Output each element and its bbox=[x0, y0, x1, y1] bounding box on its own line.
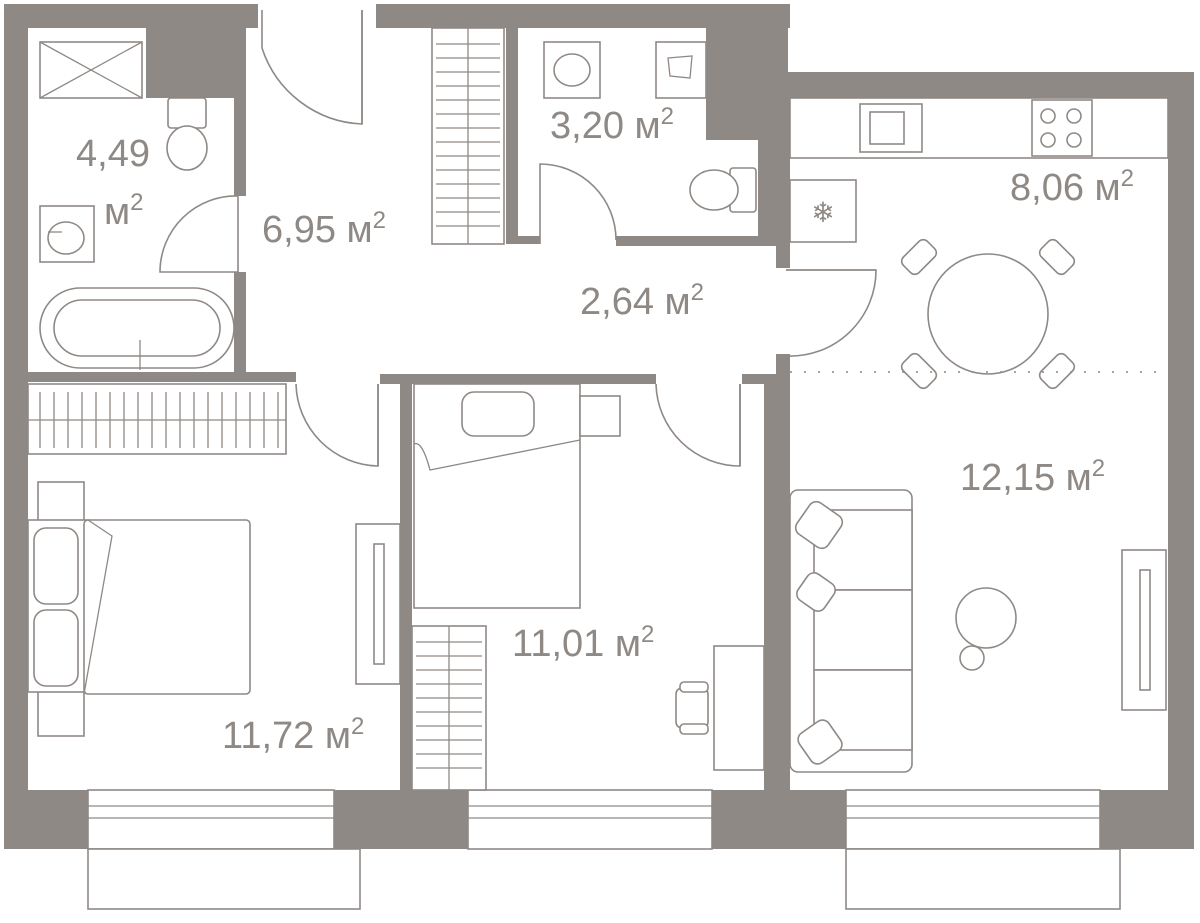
bedroom1-door bbox=[295, 383, 379, 467]
bedroom2-door bbox=[655, 383, 741, 467]
toilet-icon bbox=[166, 97, 208, 171]
bathroom-door bbox=[159, 195, 239, 273]
desk-icon bbox=[675, 645, 765, 771]
furniture: ❄ bbox=[27, 27, 1169, 791]
bed2-icon bbox=[413, 383, 621, 609]
kitchen-door bbox=[785, 269, 877, 357]
shower-icon bbox=[39, 41, 143, 99]
dining-table-icon bbox=[900, 238, 1076, 390]
wc-toilet-icon bbox=[689, 167, 757, 213]
doors bbox=[159, 10, 877, 467]
area-bathroom: 4,49 bbox=[76, 133, 150, 175]
fridge-icon: ❄ bbox=[789, 179, 857, 243]
bedroom2-wardrobe-shelves bbox=[416, 641, 482, 769]
bedroom1-wardrobe-icon bbox=[27, 383, 287, 455]
kitchen-counter bbox=[789, 97, 1169, 159]
area-wc: 3,20 м2 bbox=[550, 103, 674, 147]
bathtub-icon bbox=[39, 287, 235, 370]
area-living: 12,15 м2 bbox=[960, 455, 1105, 499]
living-tv-icon bbox=[1121, 549, 1167, 711]
bedroom1-wardrobe-shelves bbox=[39, 392, 279, 448]
area-corridor: 2,64 м2 bbox=[580, 279, 704, 323]
windows bbox=[87, 789, 1121, 910]
wardrobe-icon bbox=[431, 27, 505, 245]
sink-icon bbox=[39, 205, 95, 263]
bed-icon bbox=[27, 481, 251, 737]
boiler-icon bbox=[655, 41, 707, 99]
coffee-table-icon bbox=[955, 587, 1017, 671]
area-kitchen: 8,06 м2 bbox=[1010, 165, 1134, 209]
wc-door bbox=[539, 163, 617, 244]
entrance-door bbox=[261, 10, 363, 125]
wardrobe-shelves bbox=[436, 43, 500, 227]
area-bathroom-unit: м2 bbox=[104, 189, 143, 233]
svg-text:❄: ❄ bbox=[811, 196, 834, 229]
tv-icon bbox=[355, 523, 401, 685]
area-bedroom-1: 11,72 м2 bbox=[222, 713, 364, 757]
wc-sink-icon bbox=[543, 41, 601, 99]
sofa-icon bbox=[789, 489, 913, 773]
area-bedroom-2: 11,01 м2 bbox=[512, 621, 654, 665]
area-labels: 4,49 м2 6,95 м2 3,20 м2 8,06 м2 2,64 м2 … bbox=[76, 103, 1134, 757]
bedroom2-wardrobe-icon bbox=[411, 625, 487, 791]
area-hall: 6,95 м2 bbox=[262, 207, 386, 251]
walls bbox=[4, 4, 1194, 849]
